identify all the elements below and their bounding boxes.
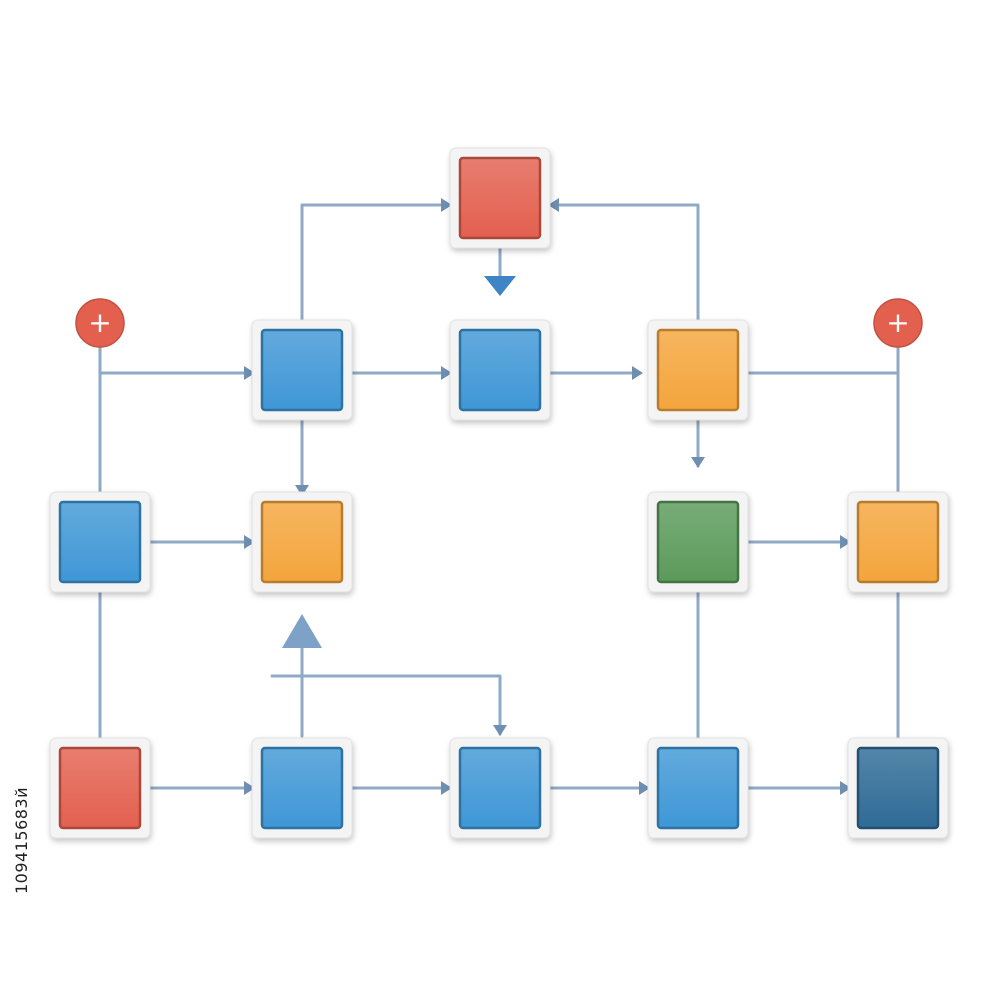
arrowhead-6 xyxy=(244,535,255,549)
arrowhead-9 xyxy=(691,457,705,468)
node-square xyxy=(656,328,740,412)
node-square xyxy=(856,500,940,584)
node-r3c3 xyxy=(647,491,749,593)
arrowheads xyxy=(244,198,851,795)
node-r2c2 xyxy=(449,319,551,421)
terminal-right: + xyxy=(873,298,923,348)
node-square xyxy=(260,328,344,412)
side-id-text-container: 109415683й xyxy=(4,755,38,925)
node-square xyxy=(656,746,740,830)
node-r3c4 xyxy=(847,491,949,593)
node-square xyxy=(260,746,344,830)
arrowhead-10 xyxy=(493,725,507,736)
arrowhead-14 xyxy=(840,781,851,795)
node-r2c1 xyxy=(251,319,353,421)
arrowhead-13 xyxy=(639,781,650,795)
connector-lines xyxy=(98,203,900,790)
node-square xyxy=(260,500,344,584)
node-top xyxy=(449,147,551,249)
node-r4c2 xyxy=(449,737,551,839)
arrowhead-1 xyxy=(441,198,452,212)
connector-line-18 xyxy=(270,674,502,736)
arrowhead-12 xyxy=(441,781,452,795)
node-r4c3 xyxy=(647,737,749,839)
connector-line-1 xyxy=(300,203,447,322)
nodes xyxy=(49,147,949,839)
arrowhead-3 xyxy=(244,366,255,380)
arrowhead-4 xyxy=(441,366,452,380)
arrowhead-5 xyxy=(632,366,643,380)
plus-icon: + xyxy=(88,306,111,339)
terminals: ++ xyxy=(75,298,923,348)
up-triangle-marker xyxy=(282,614,322,648)
node-r2c3 xyxy=(647,319,749,421)
node-square xyxy=(458,328,542,412)
arrowhead-2 xyxy=(548,198,559,212)
arrowhead-11 xyxy=(244,781,255,795)
node-r3c1 xyxy=(251,491,353,593)
terminal-circle xyxy=(75,298,125,348)
arrowhead-8 xyxy=(295,485,309,496)
node-r3c0 xyxy=(49,491,151,593)
plus-icon: + xyxy=(886,306,909,339)
connector-line-2 xyxy=(553,203,700,322)
node-r4c1 xyxy=(251,737,353,839)
node-square xyxy=(856,746,940,830)
node-r4c4 xyxy=(847,737,949,839)
side-id-text: 109415683й xyxy=(11,786,31,894)
arrowhead-7 xyxy=(840,535,851,549)
node-square xyxy=(458,156,542,240)
node-square xyxy=(58,746,142,830)
node-square xyxy=(458,746,542,830)
node-square xyxy=(58,500,142,584)
terminal-left: + xyxy=(75,298,125,348)
node-square xyxy=(656,500,740,584)
node-r4c0 xyxy=(49,737,151,839)
down-triangle-marker xyxy=(484,276,516,296)
terminal-circle xyxy=(873,298,923,348)
